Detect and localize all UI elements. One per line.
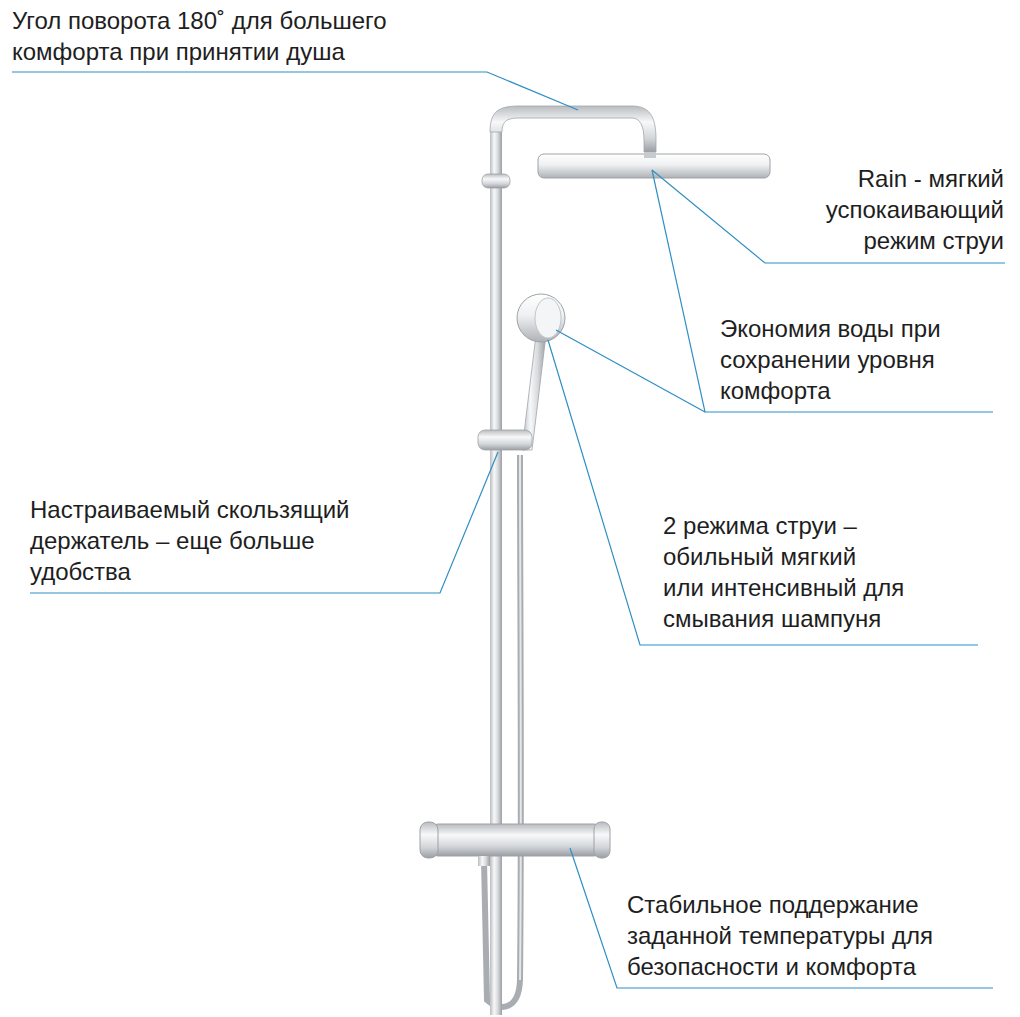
callout-box: Rain - мягкий успокаивающий режим струи [826, 163, 1004, 256]
callout-label: Стабильное поддержание заданной температ… [627, 889, 933, 982]
slide-holder [478, 430, 532, 450]
leader-line [12, 72, 1005, 988]
wall-bracket [482, 174, 510, 188]
thermostat-knob [594, 822, 610, 858]
shower-hose [484, 455, 521, 1007]
head-shower [644, 152, 656, 158]
riser-pipe [490, 130, 502, 1015]
callout-box: Экономия воды при сохранении уровня комф… [720, 313, 941, 406]
callout-box: 2 режима струи – обильный мягкий или инт… [663, 510, 904, 634]
callout-box: Угол поворота 180˚ для большего комфорта… [12, 5, 387, 67]
shower-hose [519, 455, 522, 980]
shower-arm [490, 106, 656, 152]
callout-label: 2 режима струи – обильный мягкий или инт… [663, 510, 904, 634]
hose-connector [478, 856, 490, 866]
callout-label: Экономия воды при сохранении уровня комф… [720, 313, 941, 406]
callout-label: Угол поворота 180˚ для большего комфорта… [12, 5, 387, 67]
thermostat-knob [420, 822, 438, 858]
callout-box: Настраиваемый скользящий держатель – еще… [30, 494, 349, 587]
callout-label: Rain - мягкий успокаивающий режим струи [826, 163, 1004, 256]
callout-label: Настраиваемый скользящий держатель – еще… [30, 494, 349, 587]
callout-box: Стабильное поддержание заданной температ… [627, 889, 933, 982]
thermostat [428, 824, 604, 856]
hand-shower [535, 298, 561, 338]
hand-shower [517, 294, 565, 342]
